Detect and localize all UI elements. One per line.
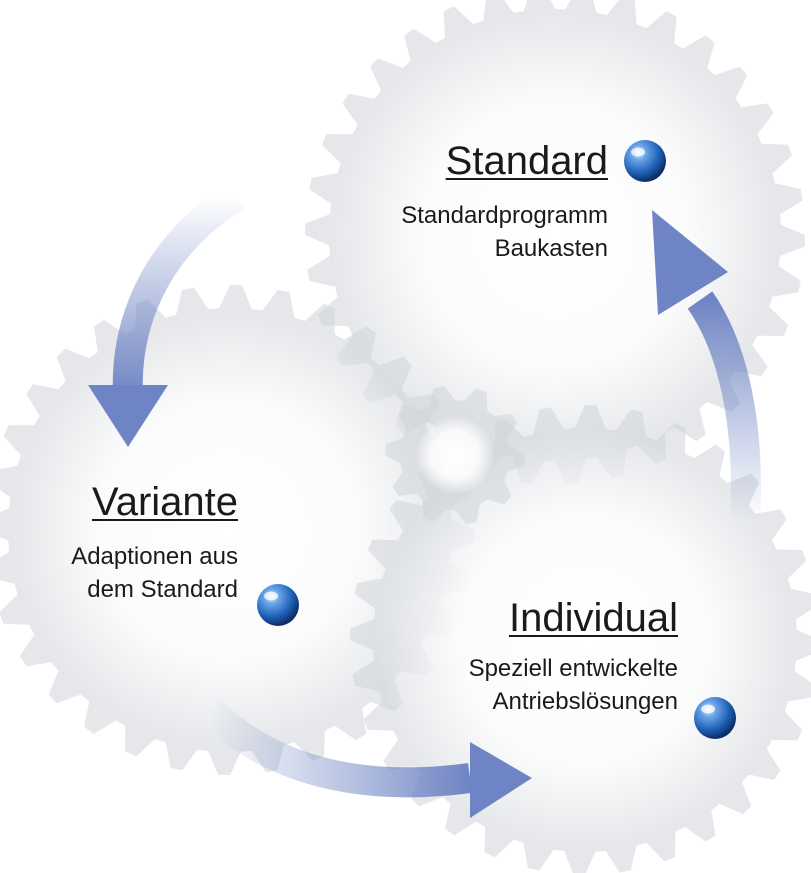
gear-hub	[375, 430, 795, 850]
blue-sphere-icon	[694, 697, 736, 739]
blue-sphere-icon	[257, 584, 299, 626]
curved-arrow-icon	[199, 699, 532, 818]
individual-title: Individual	[508, 596, 678, 640]
standard-title: Standard	[445, 139, 608, 183]
standard-line-1: Standardprogramm	[401, 202, 608, 229]
variante-line-1: Adaptionen aus	[71, 543, 238, 570]
curved-arrow-icon	[88, 183, 245, 447]
curved-arrow-icon	[652, 210, 761, 521]
gear-hub	[415, 415, 495, 495]
standard-line-2: Baukasten	[494, 235, 608, 262]
individual-description: Speziell entwickelte Antriebslösungen	[469, 652, 678, 718]
variante-title: Variante	[91, 480, 238, 524]
individual-line-2: Antriebslösungen	[492, 688, 678, 715]
standard-description: Standardprogramm Baukasten	[401, 199, 608, 265]
variante-description: Adaptionen aus dem Standard	[71, 540, 238, 606]
individual-line-1: Speziell entwickelte	[468, 655, 678, 682]
blue-sphere-icon	[624, 140, 666, 182]
gear-hub	[330, 10, 780, 460]
variante-line-2: dem Standard	[87, 576, 238, 603]
